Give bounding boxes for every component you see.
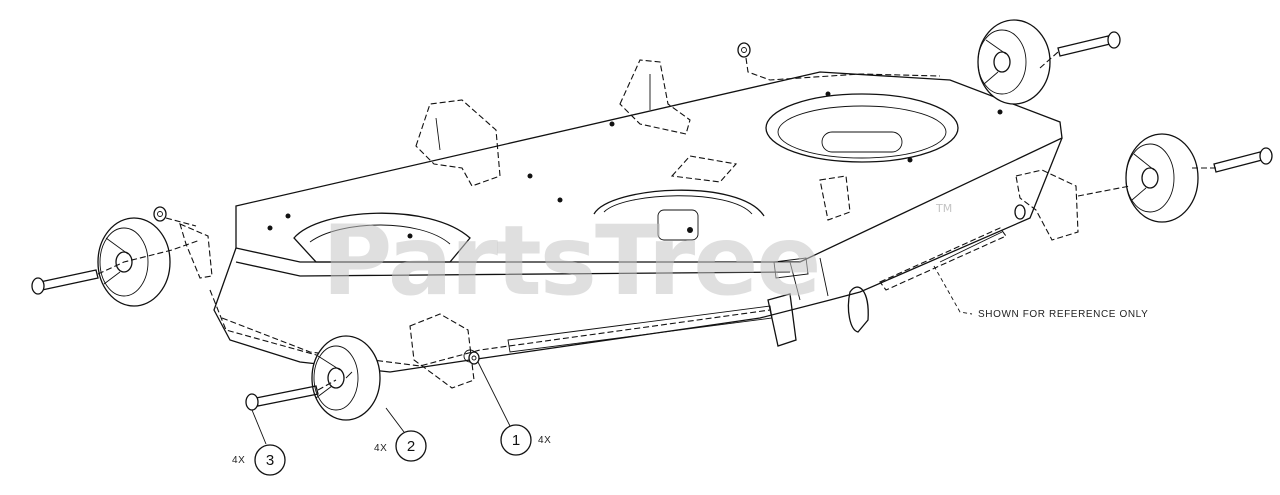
callout-1-qty: 4X [538, 435, 551, 446]
hex-nut-front [468, 351, 480, 365]
gauge-wheel-rear-right-top [977, 19, 1051, 105]
assembly-lines [97, 51, 1216, 391]
deck-bracket-small [670, 155, 851, 221]
gauge-wheel-front-left [311, 335, 381, 421]
mower-deck [209, 71, 1063, 373]
front-hitch-bracket [409, 313, 477, 389]
callout-1[interactable]: 1 4X [477, 361, 551, 456]
callout-2-qty: 4X [374, 443, 387, 454]
callout-3-qty: 4X [232, 455, 245, 466]
shoulder-bolt-top-right [1057, 31, 1121, 57]
callout-2[interactable]: 2 4X [374, 407, 427, 462]
gauge-wheel-right [1125, 133, 1199, 223]
shoulder-bolt-front-left [245, 385, 319, 411]
hex-nut-right [1014, 204, 1026, 220]
watermark: PartsTree [322, 205, 819, 317]
hex-nut-top [737, 42, 751, 58]
gauge-wheel-rear-left [97, 217, 171, 307]
hex-nut-left [153, 206, 167, 222]
watermark-trademark: TM [935, 202, 952, 215]
shoulder-bolt-rear-left [31, 269, 99, 295]
height-adjust-arm [767, 257, 869, 347]
deck-holes [267, 91, 1003, 239]
spindle-housing-right [765, 93, 959, 163]
spindle-housing-left [293, 212, 471, 263]
reference-note: SHOWN FOR REFERENCE ONLY [978, 309, 1148, 320]
deck-bracket-right-rear [1015, 169, 1079, 241]
callout-3[interactable]: 3 4X [232, 409, 286, 476]
spindle-housing-center [593, 189, 765, 241]
reference-leader [933, 265, 973, 315]
shoulder-bolt-right [1213, 147, 1273, 173]
callout-1-number: 1 [512, 432, 520, 449]
deck-bracket-left [415, 99, 501, 187]
callout-3-number: 3 [266, 452, 274, 469]
deck-bracket-center [619, 59, 691, 135]
callout-2-number: 2 [407, 438, 415, 455]
